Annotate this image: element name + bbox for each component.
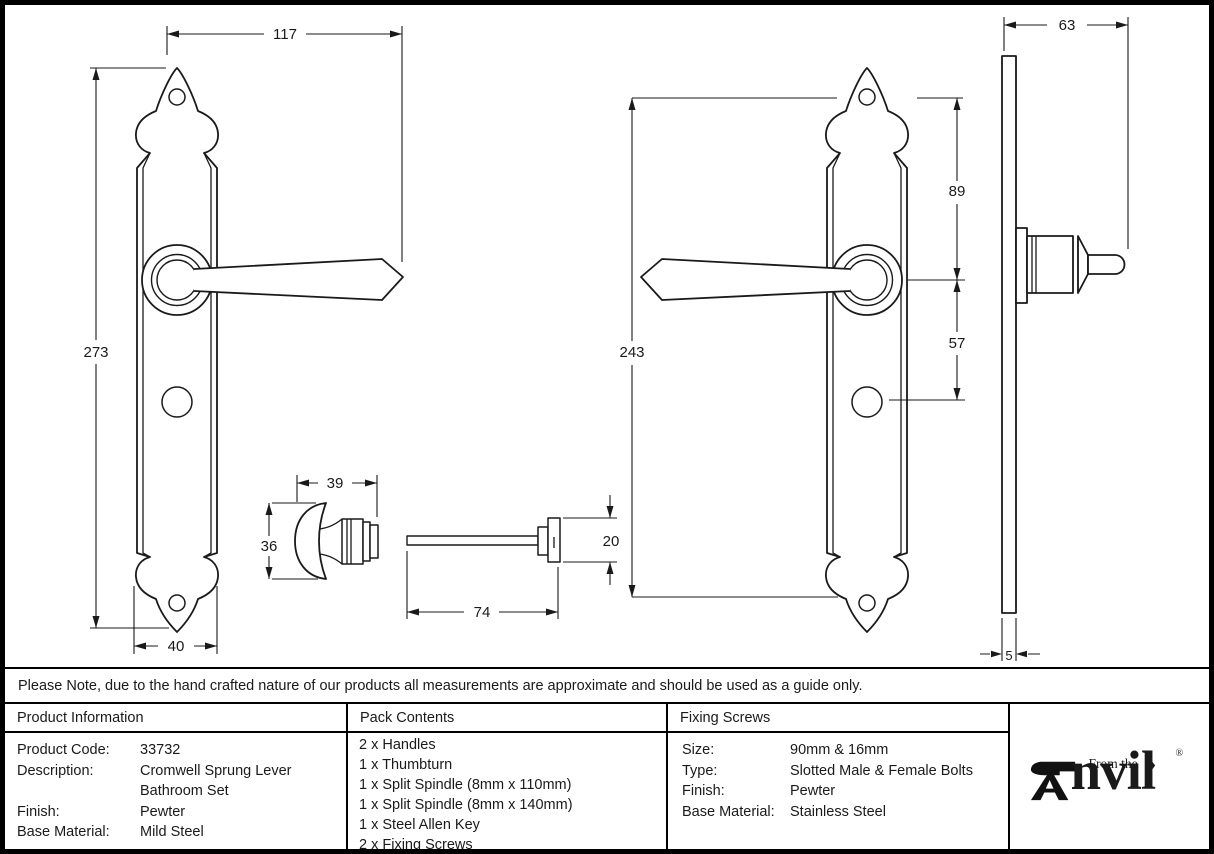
row-label: Finish: xyxy=(682,783,725,799)
row-label: Size: xyxy=(682,742,715,758)
list-item: 1 x Steel Allen Key xyxy=(359,817,480,833)
row-label: Type: xyxy=(682,762,718,779)
measurement-note-text: Please Note, due to the hand crafted nat… xyxy=(18,677,863,694)
dim-label-spindle-flange: 20 xyxy=(603,533,620,550)
list-item: 1 x Thumbturn xyxy=(359,757,453,773)
row-value: Bathroom Set xyxy=(140,783,229,799)
fixing-screws-header: Fixing Screws xyxy=(668,704,1008,733)
row-value: 33732 xyxy=(140,742,181,758)
row-value: Pewter xyxy=(790,783,836,799)
brand-prefix: From the xyxy=(1088,755,1138,771)
dim-label-front-width: 117 xyxy=(273,26,297,43)
row-label: Finish: xyxy=(17,803,60,820)
row-label: Description: xyxy=(17,762,94,779)
row-value: 90mm & 16mm xyxy=(790,742,889,758)
table-row: Bathroom Set xyxy=(5,781,346,802)
front-view-lever-left xyxy=(640,67,909,633)
dim-label-lever-to-turn: 57 xyxy=(949,335,966,352)
table-row: Description: Cromwell Sprung Lever xyxy=(5,761,346,782)
row-label: Product Code: xyxy=(17,742,110,758)
list-item: 2 x Handles xyxy=(359,737,436,753)
fixing-screws-body: Size: 90mm & 16mm Type: Slotted Male & F… xyxy=(668,733,1008,849)
row-label: Base Material: xyxy=(682,803,775,820)
row-value: Cromwell Sprung Lever xyxy=(140,762,292,779)
thumbturn-drawing xyxy=(294,502,379,580)
drawing-area: 117 273 40 243 89 57 63 5 39 36 74 20 xyxy=(5,5,1209,669)
product-information-body: Product Code: 33732 Description: Cromwel… xyxy=(5,733,346,849)
brand-anvil: nvil xyxy=(1070,739,1157,801)
pack-contents-column: Pack Contents 2 x Handles 1 x Thumbturn … xyxy=(346,704,666,853)
row-value: Mild Steel xyxy=(140,824,204,840)
diamond-icon: ♦ xyxy=(1149,757,1156,772)
dimension-drawing: 117 273 40 243 89 57 63 5 39 36 74 20 xyxy=(83,17,1129,663)
dim-label-top-to-lever: 89 xyxy=(949,183,966,200)
list-item: 2 x Fixing Screws xyxy=(359,837,473,853)
dim-label-front-height: 273 xyxy=(83,344,108,361)
row-value: Pewter xyxy=(140,803,186,820)
dim-label-spindle-length: 74 xyxy=(474,604,491,621)
table-row: Base Material: Mild Steel xyxy=(5,822,346,843)
fixing-screws-column: Fixing Screws Size: 90mm & 16mm Type: Sl… xyxy=(666,704,1008,849)
table-row: Finish: Pewter xyxy=(5,802,346,823)
registered-mark: ® xyxy=(1175,747,1184,759)
dimension-lines xyxy=(90,17,1129,661)
dim-label-plate-thickness: 5 xyxy=(1005,648,1012,663)
dim-label-fixing-centres: 243 xyxy=(619,344,644,361)
from-the-anvil-logo: nvil From the ♦ ® xyxy=(1029,743,1191,808)
dim-label-plate-width: 40 xyxy=(168,638,185,655)
dim-label-turn-height: 36 xyxy=(261,538,278,555)
pack-contents-body: 2 x Handles 1 x Thumbturn 1 x Split Spin… xyxy=(348,733,666,853)
pack-contents-header: Pack Contents xyxy=(348,704,666,733)
brand-logo-cell: nvil From the ♦ ® xyxy=(1008,704,1209,849)
list-item: 1 x Split Spindle (8mm x 110mm) xyxy=(359,777,572,793)
table-row: Finish: Pewter xyxy=(668,781,1008,802)
dimension-arrows xyxy=(92,21,1128,658)
table-row: Type: Slotted Male & Female Bolts xyxy=(668,761,1008,782)
row-label xyxy=(5,781,140,802)
table-row: Size: 90mm & 16mm xyxy=(668,740,1008,761)
product-information-column: Product Information Product Code: 33732 … xyxy=(5,704,346,849)
row-label: Base Material: xyxy=(17,824,110,840)
product-information-header: Product Information xyxy=(5,704,346,733)
dim-label-side-depth: 63 xyxy=(1059,17,1076,34)
product-info-table: Product Information Product Code: 33732 … xyxy=(5,704,1209,853)
table-row: Product Code: 33732 xyxy=(5,740,346,761)
spindle-drawing xyxy=(406,517,561,563)
row-value: Stainless Steel xyxy=(790,803,886,820)
measurement-note: Please Note, due to the hand crafted nat… xyxy=(5,669,1209,704)
anvil-icon xyxy=(1030,761,1075,800)
list-item: 1 x Split Spindle (8mm x 140mm) xyxy=(359,797,573,813)
side-profile-view xyxy=(1001,55,1126,614)
row-value: Slotted Male & Female Bolts xyxy=(790,762,973,779)
dim-label-turn-width: 39 xyxy=(327,475,344,492)
table-row: Base Material: Stainless Steel xyxy=(668,802,1008,823)
